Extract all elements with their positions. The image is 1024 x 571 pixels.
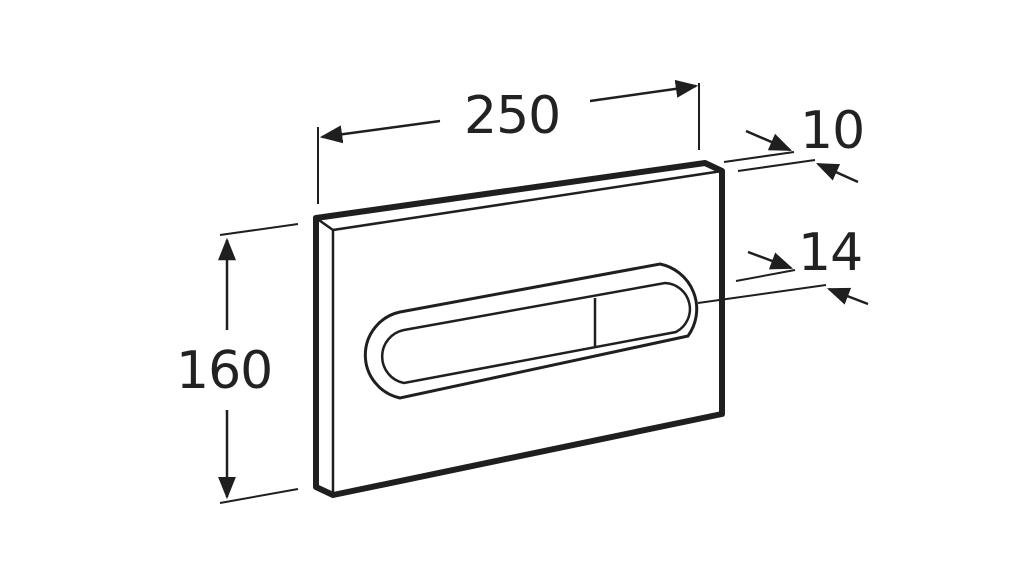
thickness-dimension	[723, 129, 859, 184]
plate-front-face	[331, 169, 723, 495]
button-inner-ring	[380, 281, 692, 385]
depth-extension-bottom	[697, 284, 827, 304]
plate-front-outline	[313, 160, 725, 498]
depth-arrow-top	[747, 250, 794, 270]
thickness-extension-top	[723, 151, 795, 163]
depth-arrow-bottom	[826, 287, 869, 306]
depth-extension-top	[735, 269, 796, 282]
height-extension-top	[219, 223, 299, 236]
plate-thickness-edge	[315, 216, 334, 232]
height-dimension	[218, 223, 299, 504]
width-arrow-right	[589, 79, 699, 103]
dual-flush-button	[363, 262, 699, 400]
width-arrow-left	[319, 119, 441, 144]
flush-plate	[313, 160, 725, 498]
thickness-extension-bottom	[737, 159, 816, 172]
height-extension-bottom	[219, 488, 299, 504]
thickness-arrow-bottom	[815, 162, 859, 184]
button-depth-label: 14	[798, 223, 862, 283]
thickness-label: 10	[800, 101, 864, 161]
width-label: 250	[464, 86, 560, 146]
height-label: 160	[176, 341, 272, 401]
width-dimension	[317, 79, 700, 204]
button-outer-ring	[363, 262, 699, 400]
thickness-arrow-top	[745, 129, 793, 152]
button-depth-dimension	[697, 250, 869, 306]
